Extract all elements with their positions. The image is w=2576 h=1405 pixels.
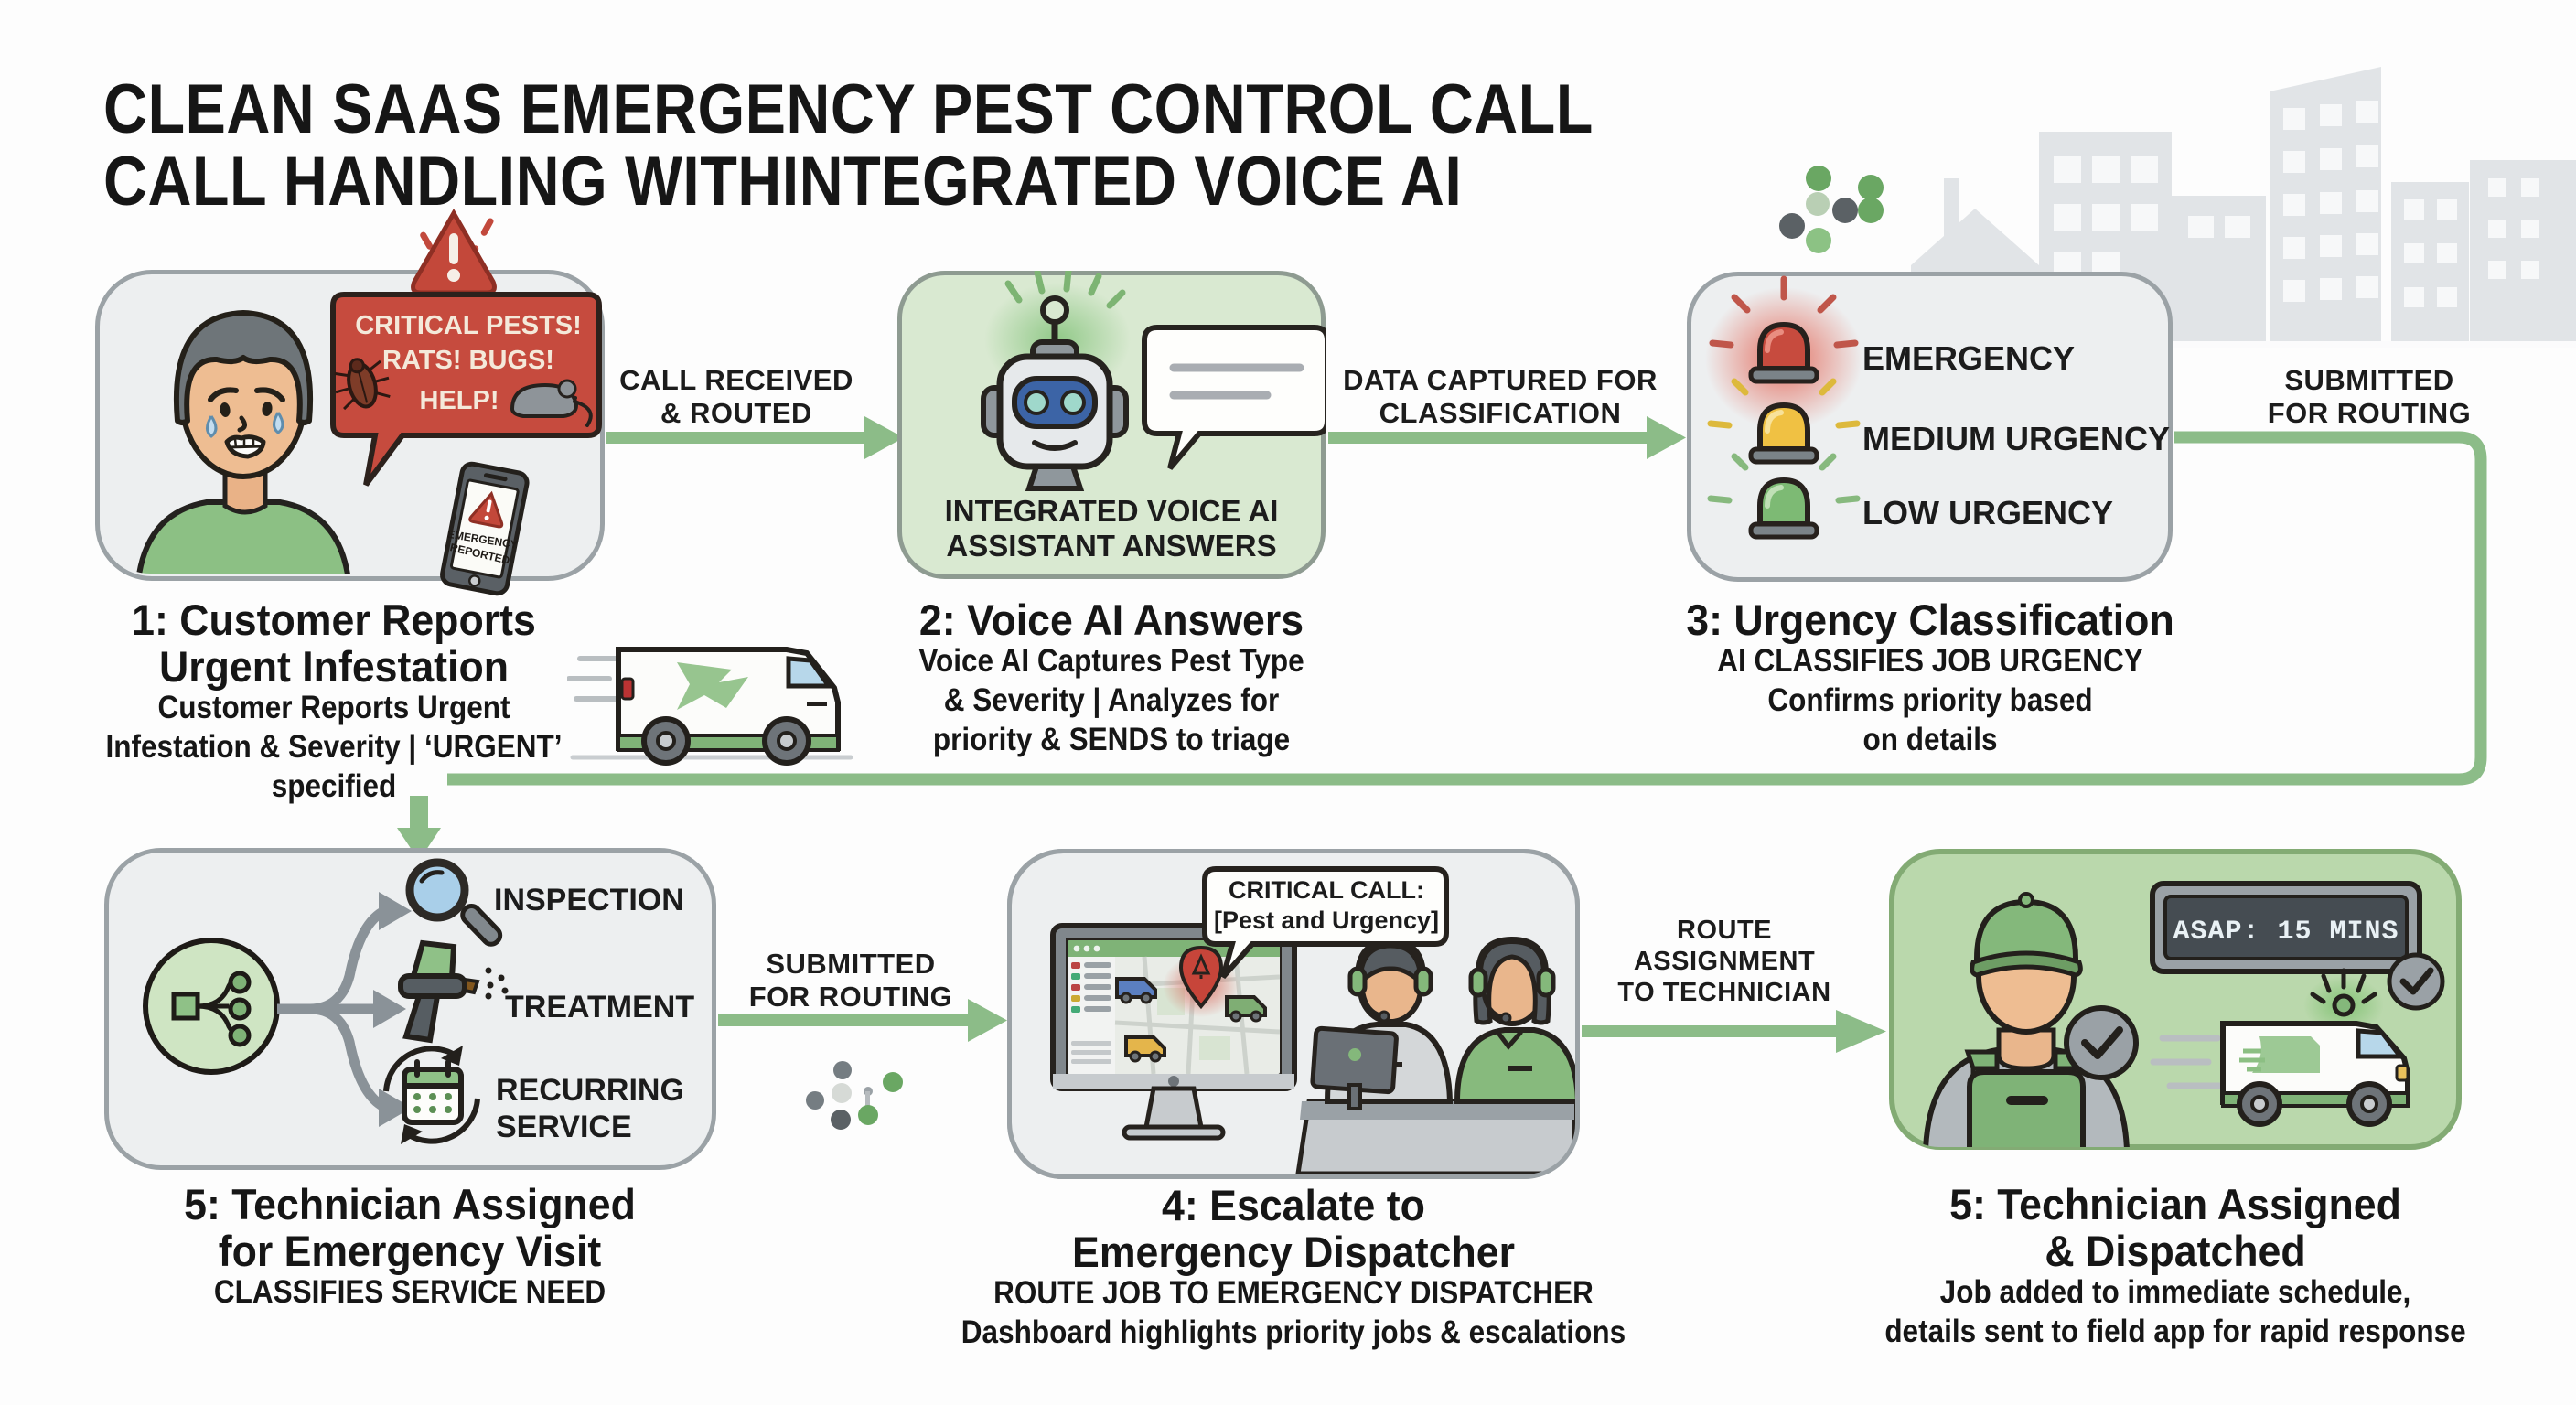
svg-text:ASAP: 15 MINS: ASAP: 15 MINS <box>2173 917 2399 948</box>
svg-text:RATS! BUGS!: RATS! BUGS! <box>382 346 554 375</box>
svg-text:CRITICAL PESTS!: CRITICAL PESTS! <box>355 311 582 340</box>
svg-text:HELP!: HELP! <box>420 386 499 415</box>
